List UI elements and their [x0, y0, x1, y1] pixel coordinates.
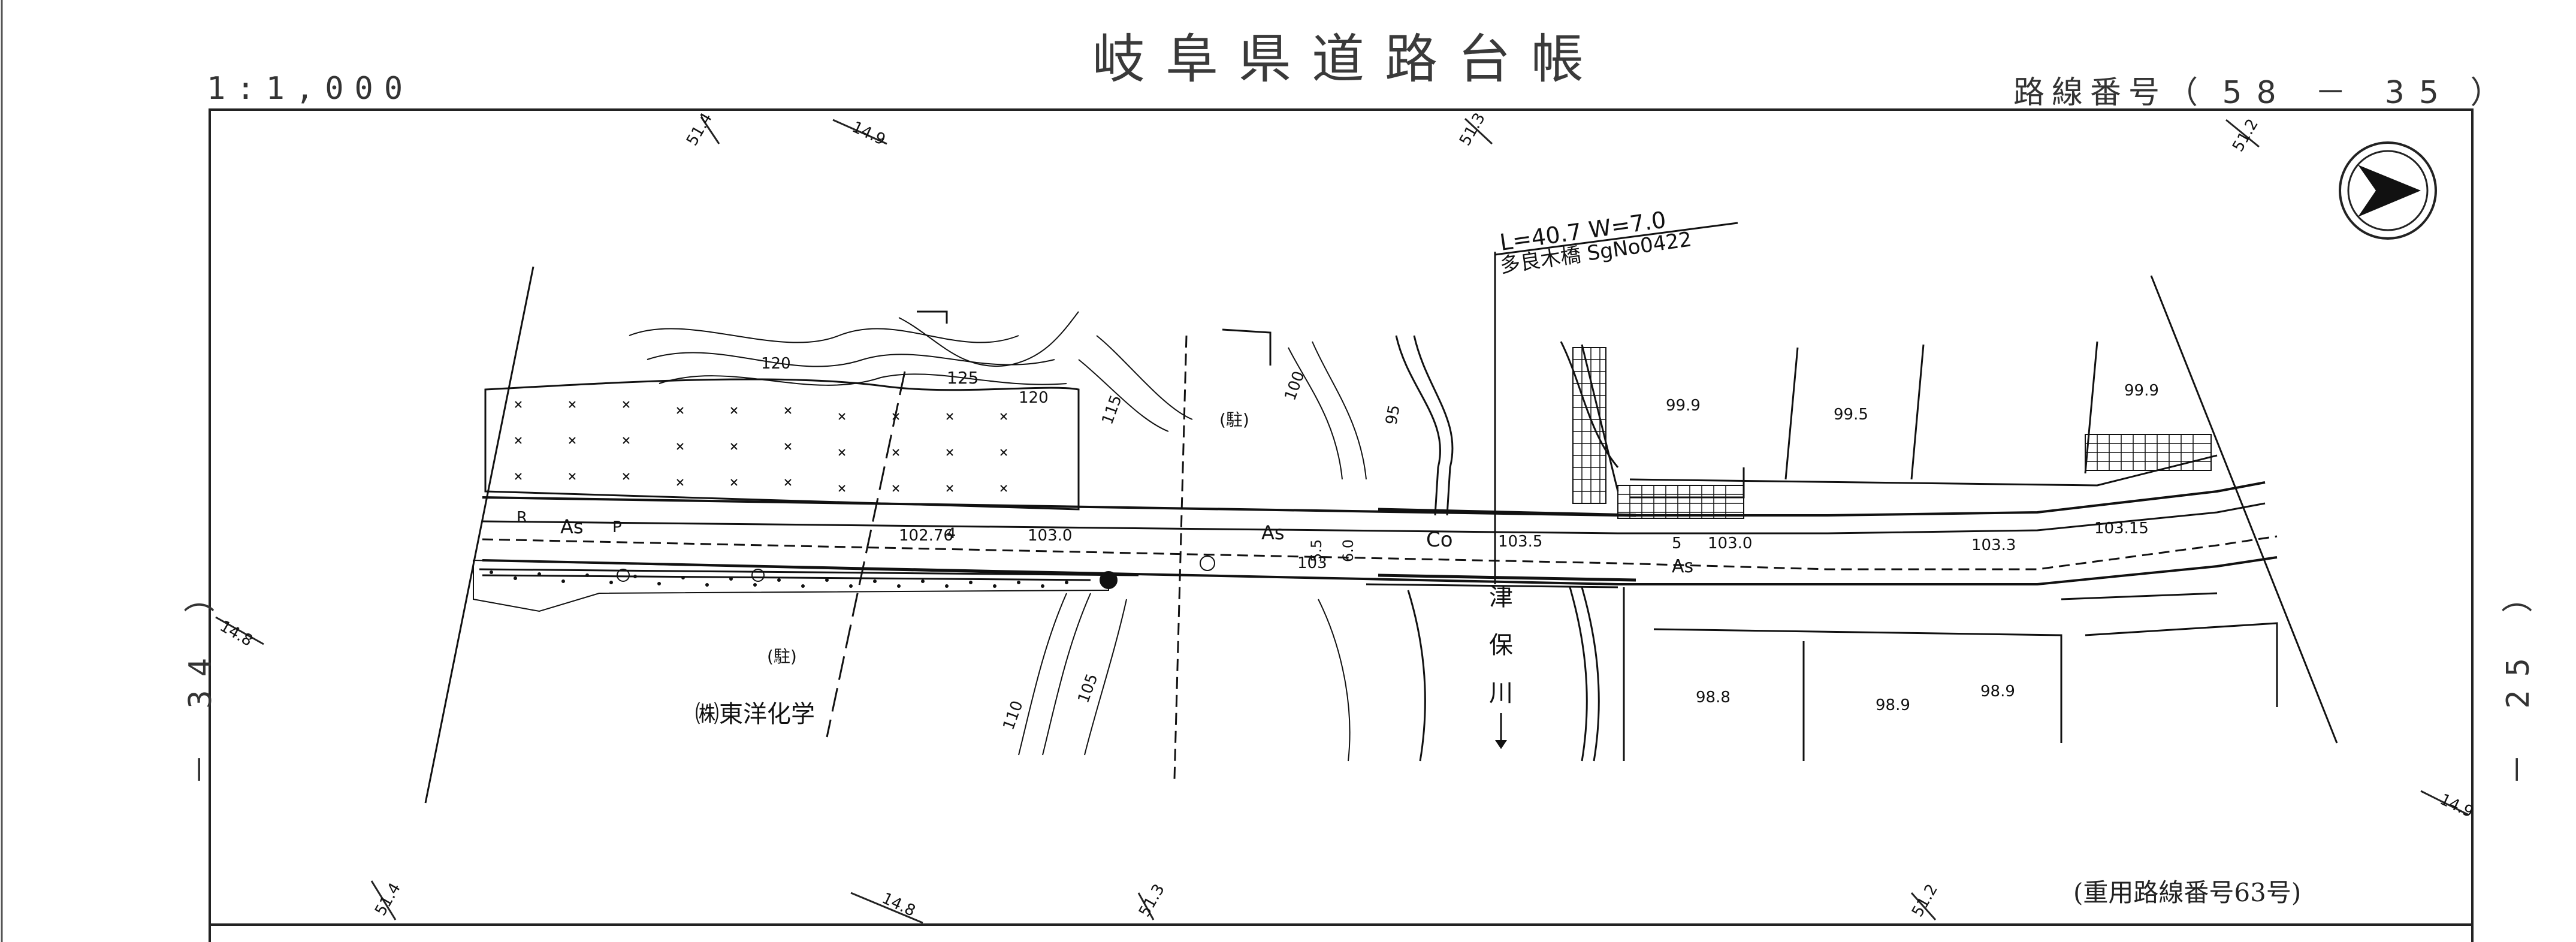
- grid-tick-label: 14.9: [2437, 790, 2476, 822]
- grid-tick-label: 14.8: [879, 889, 918, 920]
- elevation-label: 99.9: [1666, 397, 1701, 415]
- property-lines: [424, 266, 1272, 804]
- route-number: 路線番号（ 58 － 35 ）: [2013, 67, 2509, 112]
- elevation-label: 103: [1297, 554, 1327, 572]
- bridge: [1378, 222, 1738, 584]
- grid-tick-label: 14.9: [849, 118, 888, 149]
- elevation-label: 98.9: [1980, 683, 2015, 701]
- grid-tick-label: 51.3: [1456, 110, 1489, 149]
- river-name-char: 川: [1489, 680, 1513, 707]
- elevation-label: 99.9: [2124, 382, 2159, 400]
- company-label: ㈱東洋化学: [695, 701, 815, 728]
- footer-note: (重用路線番号63号): [2073, 878, 2302, 907]
- road-surface-label: As: [1261, 521, 1285, 544]
- river-name-char: 津: [1489, 584, 1513, 611]
- road-surface-label: Co: [1426, 528, 1453, 552]
- contour-label: 110: [999, 698, 1026, 732]
- compass-icon: [617, 555, 1215, 589]
- hatched-retaining-wall: [1572, 347, 2212, 519]
- sheet-index-left: － 34 ）: [183, 568, 219, 785]
- grid-tick-label: 51.4: [372, 880, 404, 919]
- contour-label: 120: [761, 355, 791, 373]
- elevation-label: 103.3: [1971, 536, 2016, 554]
- contour-label: 115: [1098, 393, 1125, 427]
- grid-tick-label: 51.2: [2229, 116, 2262, 155]
- road-surface-label: As: [1672, 556, 1693, 577]
- contour-label: 100: [1281, 369, 1308, 403]
- stippled-sidewalk: [473, 559, 1109, 612]
- grid-tick-label: 51.2: [1908, 881, 1941, 920]
- sheet-title: 岐阜県道路台帳: [1092, 28, 1604, 90]
- elevation-label: 103.5: [1498, 533, 1542, 551]
- route-label: 路線番号（: [2013, 75, 2206, 111]
- elevation-label: 103.0: [1028, 527, 1072, 545]
- elevation-label: 98.8: [1696, 689, 1731, 707]
- elevation-label: 103.15: [2094, 520, 2149, 538]
- north-arrow-icon: [2339, 141, 2437, 240]
- river: [1395, 335, 1619, 762]
- field-area: [484, 378, 1080, 511]
- road-surface-label: As: [560, 515, 584, 538]
- map-frame: [209, 108, 2474, 926]
- contour-label: 125: [947, 368, 979, 388]
- route-number-value: 58 － 35: [2222, 75, 2453, 111]
- grid-ticks-top: [215, 116, 2469, 924]
- contour-label: 120: [1019, 389, 1049, 407]
- grid-tick-label: 51.4: [683, 110, 716, 149]
- width-label: 4: [947, 525, 956, 542]
- contour-lines: [629, 311, 1367, 762]
- parking-label: (駐): [767, 647, 797, 666]
- elevation-label: 102.76: [899, 527, 953, 545]
- route-close: ）: [2470, 75, 2509, 111]
- flow-arrow-icon: [1495, 740, 1507, 749]
- elevation-label: 98.9: [1876, 696, 1910, 714]
- road: [479, 481, 2278, 588]
- river-name-char: 保: [1489, 632, 1513, 659]
- road-mark-label: R: [517, 509, 527, 527]
- grid-tick-label: 14.8: [217, 617, 256, 650]
- contour-label: 95: [1382, 403, 1403, 426]
- width-label: 6.0: [1340, 539, 1357, 562]
- width-label: 5: [1672, 535, 1682, 552]
- grid-tick-label: 51.3: [1136, 881, 1168, 920]
- road-mark-label: P: [612, 518, 622, 536]
- contour-label: 105: [1074, 671, 1101, 705]
- elevation-label: 103.0: [1708, 535, 1752, 552]
- map-scale: 1:1,000: [207, 71, 414, 107]
- sheet-index-right: － 25 ）: [2500, 568, 2536, 785]
- width-label: 5.5: [1308, 539, 1325, 562]
- parking-label: (駐): [1219, 410, 1249, 430]
- elevation-label: 99.5: [1834, 406, 1868, 424]
